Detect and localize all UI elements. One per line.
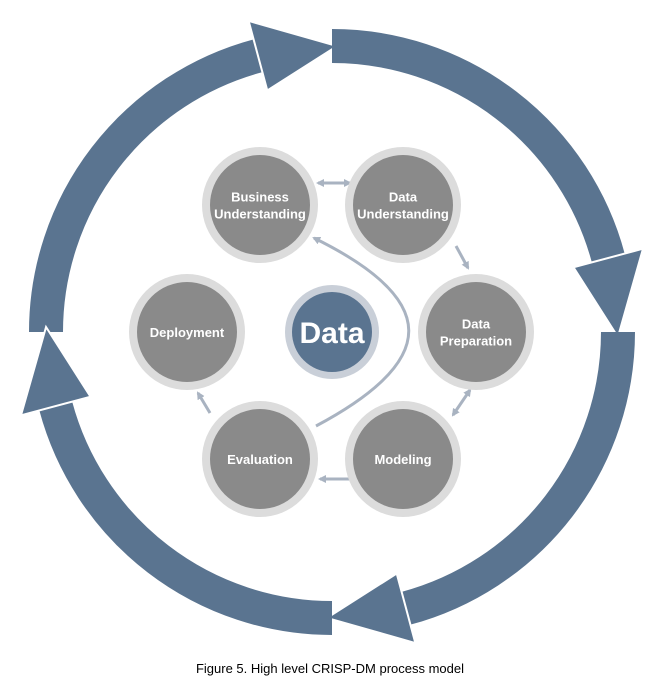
cycle-arc-4 <box>39 401 333 635</box>
cycle-arrowhead-1 <box>247 19 340 93</box>
cycle-arc-2 <box>331 29 625 263</box>
phase-deployment: Deployment <box>129 274 245 390</box>
data-hub: Data <box>285 285 379 379</box>
phase-disc <box>210 409 310 509</box>
phase-disc <box>210 155 310 255</box>
phase-flow-arrows <box>196 179 472 483</box>
phase-nodes: BusinessUnderstandingDataUnderstandingDa… <box>129 147 534 517</box>
figure-caption: Figure 5. High level CRISP-DM process mo… <box>195 661 465 676</box>
cycle-arc-3 <box>401 331 635 625</box>
flow-preparation-modeling <box>451 388 472 417</box>
phase-label: Business <box>231 190 289 205</box>
phase-label: Data <box>389 190 418 205</box>
phase-disc <box>137 282 237 382</box>
data-hub-label: Data <box>299 317 364 350</box>
phase-evaluation: Evaluation <box>202 401 318 517</box>
phase-label: Understanding <box>357 207 449 222</box>
cycle-arrowhead-3 <box>324 571 417 645</box>
flow-evaluation-deployment <box>196 391 212 414</box>
phase-disc <box>353 155 453 255</box>
flow-evaluation-business-loop <box>312 236 411 428</box>
flow-understanding-preparation <box>454 245 470 270</box>
phase-modeling: Modeling <box>345 401 461 517</box>
data-hub-disc <box>292 292 372 372</box>
cycle-arrowhead-2 <box>571 247 645 340</box>
cycle-arrowhead-4 <box>19 324 93 417</box>
phase-label: Preparation <box>440 334 512 349</box>
phase-disc <box>426 282 526 382</box>
phase-label: Modeling <box>374 452 431 467</box>
outer-cycle <box>19 19 645 645</box>
phase-label: Evaluation <box>227 452 293 467</box>
phase-label: Deployment <box>150 325 225 340</box>
phase-label: Understanding <box>214 207 306 222</box>
phase-disc <box>353 409 453 509</box>
cycle-arc-1 <box>29 39 263 333</box>
phase-label: Data <box>462 317 491 332</box>
